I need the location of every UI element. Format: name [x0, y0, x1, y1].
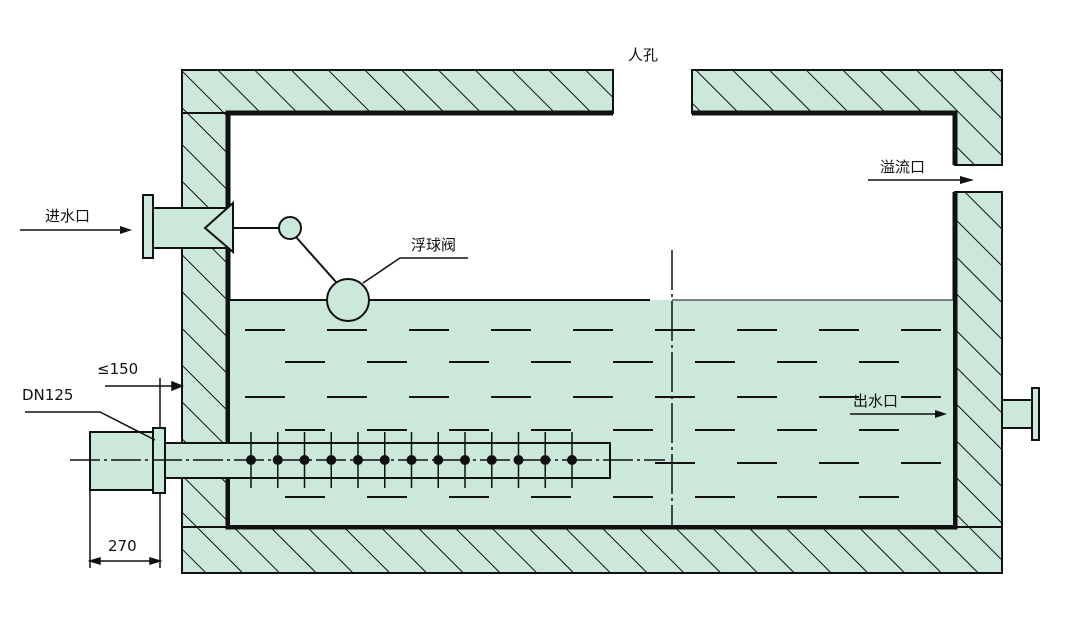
concrete-walls: [181, 69, 1003, 574]
external-pipe: [89, 431, 154, 491]
nozzle-dot: [272, 455, 283, 465]
top-wall-left: [181, 69, 614, 114]
inlet-arrow-icon: [120, 226, 132, 234]
nozzle-dot: [353, 455, 363, 465]
nozzle-dot: [406, 455, 417, 465]
nozzle-dot: [567, 455, 577, 465]
inlet-flange: [142, 194, 154, 259]
overflow-arrow-icon: [960, 176, 974, 184]
nozzle-dot: [299, 455, 310, 465]
outlet-flange: [1031, 387, 1040, 441]
outlet-arrow-icon: [935, 410, 947, 418]
label-dn125: DN125: [22, 386, 74, 404]
water-body: [230, 300, 953, 525]
dimensions: [25, 378, 185, 568]
float-valve: [233, 216, 468, 322]
nozzle-dot: [326, 455, 337, 465]
nozzle-dot: [513, 455, 524, 465]
water-dashes: [245, 329, 941, 498]
nozzle-dot: [246, 455, 256, 465]
nozzle-dot: [460, 455, 470, 465]
inner-lining: [225, 110, 958, 530]
nozzle-dot: [486, 455, 497, 465]
nozzle-dot: [433, 455, 444, 465]
float-pivot: [278, 216, 302, 240]
nozzle-dot: [540, 455, 551, 465]
nozzles: [246, 432, 577, 488]
label-dim-270: 270: [108, 537, 137, 555]
bottom-wall: [181, 526, 1003, 574]
inlet-pipe: [142, 194, 234, 259]
right-wall: [954, 191, 1003, 528]
nozzle-dot: [379, 455, 390, 465]
label-outlet: 出水口: [853, 392, 899, 410]
float-ball: [326, 278, 370, 322]
label-manhole: 人孔: [628, 46, 659, 64]
label-float-valve: 浮球阀: [411, 236, 457, 254]
label-inlet: 进水口: [45, 207, 91, 225]
label-overflow: 溢流口: [880, 158, 926, 176]
label-dim-150: ≤150: [97, 360, 139, 378]
outlet-pipe: [1001, 387, 1040, 441]
